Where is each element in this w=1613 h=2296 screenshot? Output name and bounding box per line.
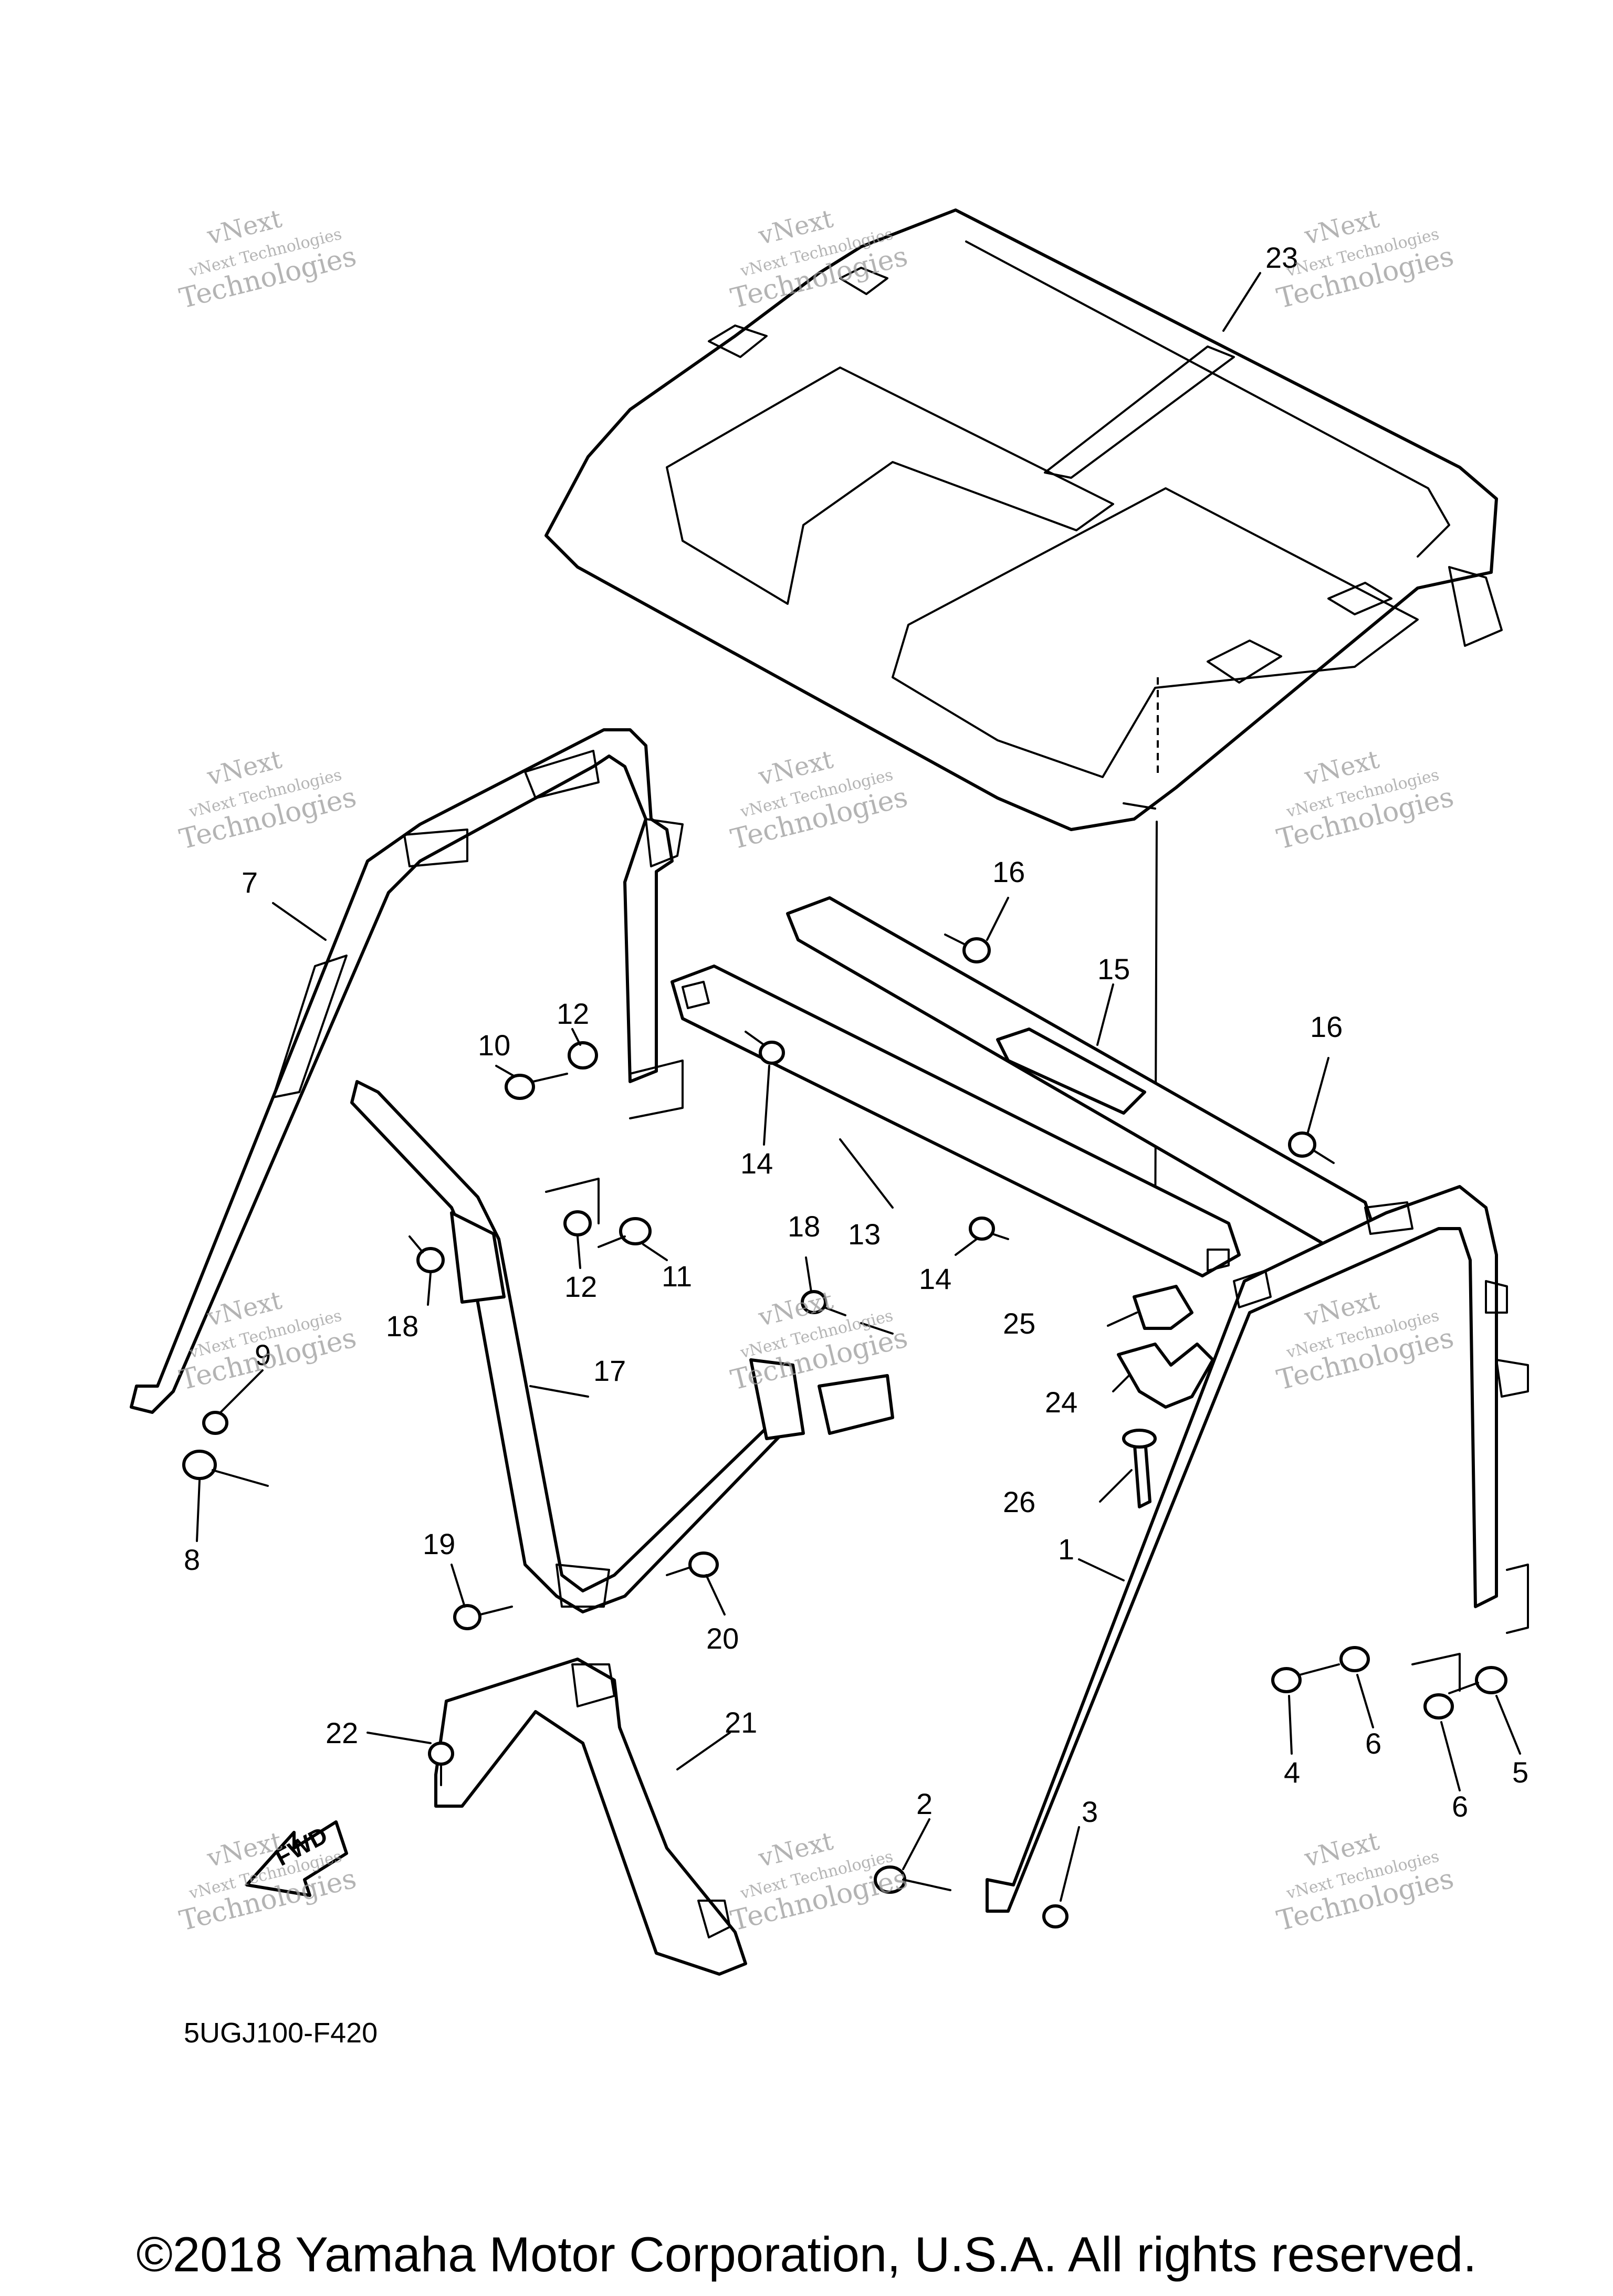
callout-18a: 18 [386, 1309, 418, 1343]
brace-bar-part [350, 1080, 894, 1976]
callout-23: 23 [1265, 241, 1298, 274]
callout-12b: 12 [564, 1270, 597, 1303]
callout-8: 8 [184, 1543, 200, 1576]
callout-10: 10 [478, 1029, 510, 1062]
callout-1: 1 [1058, 1533, 1074, 1566]
callout-labels: 1 2 3 4 5 6 6 7 8 9 10 11 12 12 13 14 14… [184, 241, 1528, 1828]
callout-12a: 12 [557, 997, 589, 1030]
callout-17: 17 [593, 1354, 626, 1387]
callout-5: 5 [1512, 1756, 1528, 1789]
watermark: vNext vNext Technologies Technologies [1274, 1826, 1457, 1937]
callout-14a: 14 [740, 1147, 773, 1180]
callout-15: 15 [1097, 952, 1130, 986]
callout-21: 21 [725, 1706, 757, 1739]
callout-3: 3 [1082, 1795, 1098, 1828]
callout-20: 20 [706, 1622, 739, 1655]
callout-7: 7 [242, 866, 258, 899]
leader-lines [196, 272, 1529, 1902]
callout-6a: 6 [1365, 1727, 1381, 1760]
callout-13: 13 [848, 1218, 881, 1251]
callout-11: 11 [662, 1260, 692, 1293]
callout-14b: 14 [919, 1262, 951, 1295]
callout-9: 9 [255, 1338, 271, 1371]
callout-26: 26 [1003, 1485, 1035, 1518]
watermark: vNext vNext Technologies Technologies [728, 1826, 910, 1937]
watermark: vNext vNext Technologies Technologies [728, 745, 910, 855]
hardware-parts [182, 934, 1507, 1928]
watermark: vNext vNext Technologies Technologies [176, 204, 359, 314]
rear-bar-left-part [130, 728, 684, 1414]
callout-2: 2 [916, 1787, 933, 1820]
callout-6b: 6 [1452, 1790, 1468, 1823]
callout-25: 25 [1003, 1307, 1035, 1340]
front-bar-right-part [986, 1185, 1529, 1913]
copyright-text: ©2018 Yamaha Motor Corporation, U.S.A. A… [136, 2227, 1477, 2282]
diagram-code: 5UGJ100-F420 [184, 2017, 378, 2049]
roof-leader-vertical [1154, 821, 1158, 1251]
roof-part [544, 208, 1503, 831]
watermark: vNext vNext Technologies Technologies [1274, 745, 1457, 855]
callout-24: 24 [1045, 1386, 1077, 1419]
callout-19: 19 [423, 1527, 455, 1560]
watermark: vNext vNext Technologies Technologies [176, 745, 359, 855]
callout-16a: 16 [992, 855, 1025, 888]
callout-22: 22 [326, 1716, 358, 1749]
callout-4: 4 [1284, 1756, 1300, 1789]
callout-16b: 16 [1310, 1010, 1343, 1043]
callout-18b: 18 [788, 1210, 820, 1243]
